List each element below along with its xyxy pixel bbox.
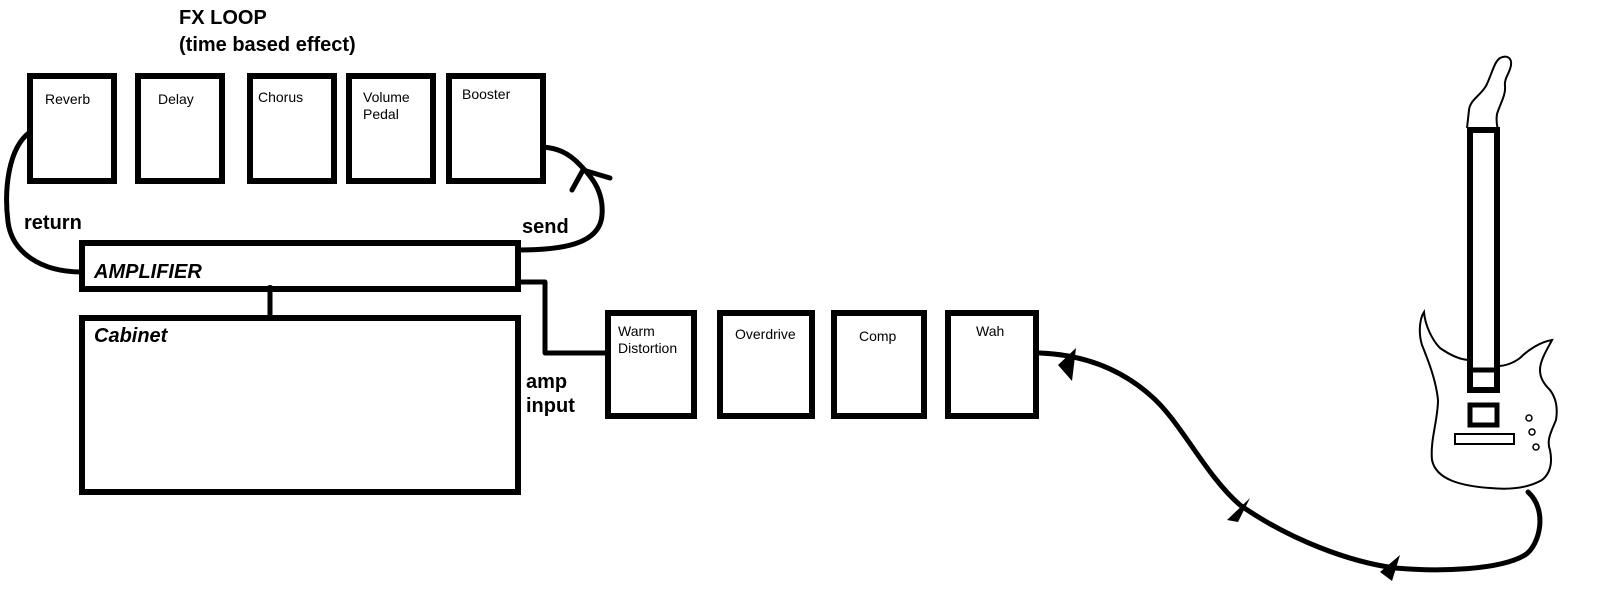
cabinet: Cabinet (79, 315, 521, 495)
pedal-label: Booster (462, 86, 511, 102)
fx-pedal-chorus: Chorus (247, 73, 337, 184)
guitar-headstock (1466, 55, 1513, 131)
pedal-box (945, 310, 1039, 419)
amp-input-label-line2: input (526, 395, 575, 417)
amplifier-label: AMPLIFIER (93, 261, 202, 283)
front-pedal-wah: Wah (945, 310, 1039, 419)
amplifier: AMPLIFIER (79, 240, 521, 292)
pedal-box (717, 310, 815, 419)
amp-input-cable (515, 279, 611, 356)
cable-arrow-icon (1058, 348, 1076, 381)
electric-guitar-icon (1418, 55, 1558, 490)
pedal-box (247, 73, 337, 184)
cabinet-box (79, 315, 521, 495)
guitar-knob (1525, 414, 1533, 422)
pedal-label-line1: Warm (618, 323, 655, 339)
guitar-body (1418, 309, 1558, 490)
pedal-box (446, 73, 546, 184)
return-cable (4, 129, 85, 275)
send-label: send (522, 216, 569, 238)
pedal-label-line2: Pedal (363, 106, 399, 122)
pedal-label: Comp (859, 328, 897, 344)
pedal-label: Delay (158, 91, 194, 107)
fx-loop-title: FX LOOP (179, 7, 267, 29)
pedal-box (27, 73, 117, 184)
pedal-label-line2: Distortion (618, 340, 677, 356)
front-pedal-comp: Comp (831, 310, 927, 419)
pedal-label: Reverb (45, 91, 90, 107)
fx-pedal-delay: Delay (135, 73, 225, 184)
fx-pedal-booster: Booster (446, 73, 546, 184)
pedal-label: Chorus (258, 89, 303, 105)
pedal-label: Overdrive (735, 326, 796, 342)
pedal-box (135, 73, 225, 184)
guitar-knob (1532, 443, 1540, 451)
link-dot (266, 285, 274, 293)
pedal-box (346, 73, 436, 184)
amplifier-box (79, 240, 521, 292)
guitar-cable (1037, 350, 1543, 573)
amp-input-label-line1: amp (526, 371, 567, 393)
guitar-pickup (1467, 402, 1500, 428)
send-arrow-icon (569, 167, 613, 193)
front-pedal-overdrive: Overdrive (717, 310, 815, 419)
pedal-box (605, 310, 697, 419)
fx-pedal-reverb: Reverb (27, 73, 117, 184)
cabinet-label: Cabinet (94, 325, 169, 347)
cable-arrow-icon (1380, 555, 1400, 581)
guitar-bridge (1454, 433, 1515, 445)
pedal-label-line1: Volume (363, 89, 410, 105)
send-cable (515, 144, 605, 253)
fx-pedal-volume-pedal: Volume Pedal (346, 73, 436, 184)
return-label: return (24, 212, 82, 234)
fx-loop-subtitle: (time based effect) (179, 34, 356, 56)
cable-arrow-icon (1227, 498, 1250, 522)
guitar-knob (1528, 428, 1536, 436)
pedal-label: Wah (976, 323, 1004, 339)
guitar-neck (1467, 127, 1500, 393)
front-pedal-warm-distortion: Warm Distortion (605, 310, 697, 419)
pedal-box (831, 310, 927, 419)
